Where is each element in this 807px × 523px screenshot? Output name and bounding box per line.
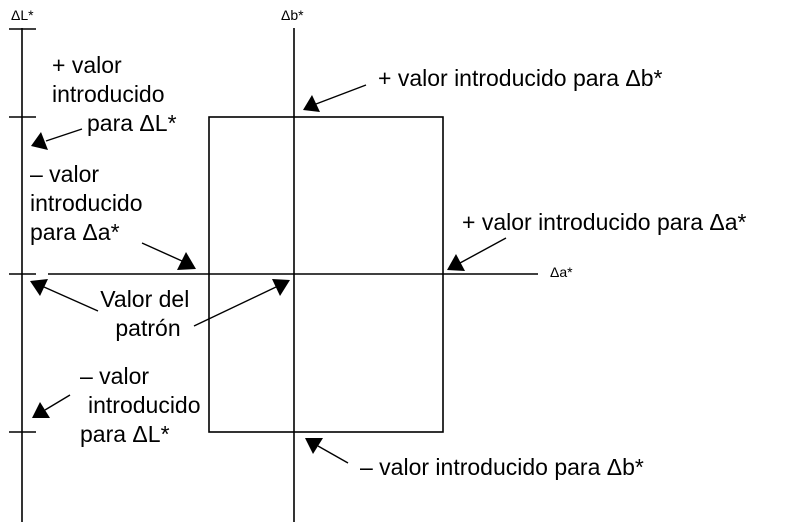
plus-l-line-3: para ΔL* bbox=[87, 110, 177, 136]
arrow-minus-a bbox=[141, 242, 196, 270]
minus-a-line-1: – valor bbox=[30, 161, 99, 187]
minus-l-label: – valor introducido para ΔL* bbox=[80, 363, 207, 447]
minus-a-line-3: para Δa* bbox=[30, 219, 120, 245]
plus-b-label: + valor introducido para Δb* bbox=[378, 65, 663, 91]
arrow-minus-l bbox=[32, 394, 71, 418]
b-axis-label: Δb* bbox=[281, 7, 304, 23]
minus-b-label: – valor introducido para Δb* bbox=[360, 454, 644, 480]
plus-l-line-2: introducido bbox=[52, 81, 165, 107]
standard-line-2: patrón bbox=[115, 315, 180, 341]
arrow-plus-l bbox=[31, 128, 83, 150]
plus-l-line-1: + valor bbox=[52, 52, 122, 78]
minus-l-line-1: – valor bbox=[80, 363, 149, 389]
standard-label: Valor del patrón bbox=[100, 286, 195, 341]
arrow-standard-left bbox=[30, 279, 99, 312]
a-axis-label: Δa* bbox=[550, 264, 573, 280]
minus-l-line-2: introducido bbox=[88, 392, 201, 418]
arrow-plus-a bbox=[447, 237, 507, 271]
arrow-standard-right bbox=[193, 279, 290, 327]
minus-a-label: – valor introducido para Δa* bbox=[30, 161, 149, 245]
tolerance-box bbox=[208, 116, 444, 433]
standard-line-1: Valor del bbox=[100, 286, 189, 312]
plus-a-label: + valor introducido para Δa* bbox=[462, 209, 747, 235]
l-axis-label: ΔL* bbox=[11, 7, 34, 23]
arrow-minus-b bbox=[305, 438, 349, 464]
arrow-plus-b bbox=[303, 84, 367, 112]
minus-a-line-2: introducido bbox=[30, 190, 143, 216]
plus-l-label: + valor introducido para ΔL* bbox=[52, 52, 177, 136]
minus-l-line-3: para ΔL* bbox=[80, 421, 170, 447]
